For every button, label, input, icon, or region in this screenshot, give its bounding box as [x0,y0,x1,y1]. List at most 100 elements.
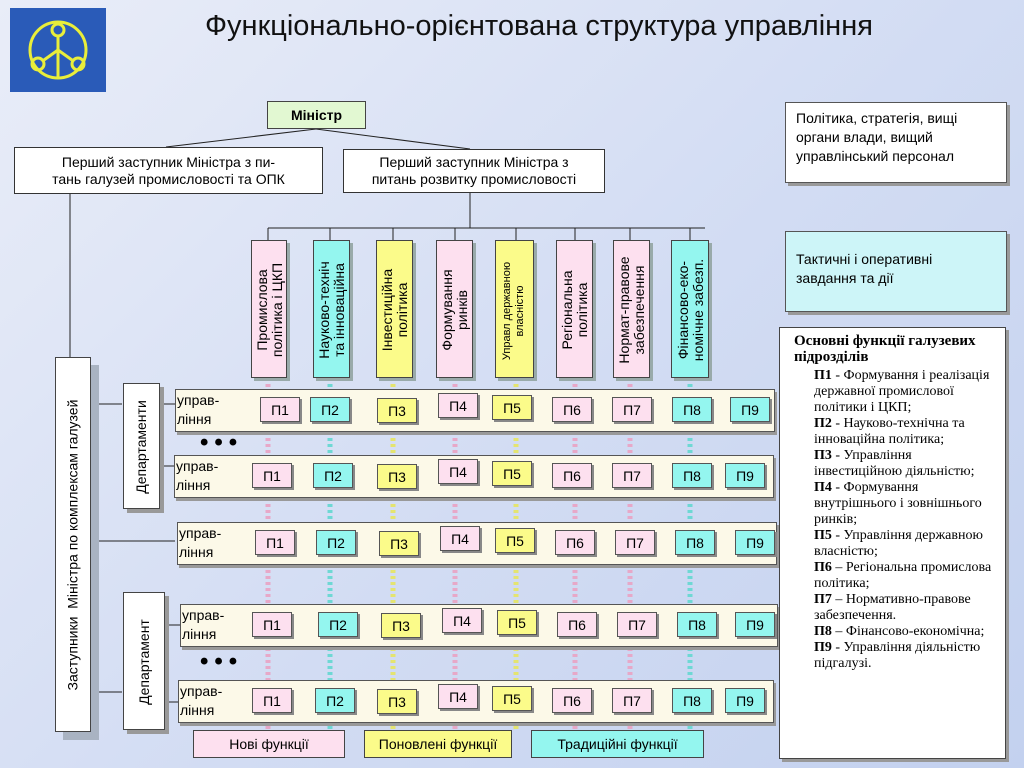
function-item: П5 - Управління державною власністю; [786,528,999,560]
column-label: Нормат-правове забезпечення [616,256,647,364]
management-label: управ- ління [179,525,222,560]
function-cell: П6 [555,530,595,555]
ellipsis-top: ••• [200,429,244,456]
column-label: Регіональна політика [559,270,590,350]
function-cell: П5 [495,528,535,553]
strategy-info-box: Політика, стратегія, вищі органи влади, … [785,102,1007,183]
management-label: управ- ління [182,607,225,642]
function-cell: П3 [377,398,417,423]
column-science-innovation: Науково-техніч та інноваційна [313,240,350,378]
emblem-logo-icon [28,20,88,80]
deputies-vertical-box: Заступники Міністра по комплексам галузе… [55,357,91,732]
column-label: Промислова політика і ЦКП [254,262,285,358]
function-text: - Науково-технічна та інноваційна політи… [814,416,965,447]
function-cell: П5 [492,395,532,420]
function-text: - Формування і реалізація державної пром… [814,368,990,415]
departments-label: Департаменти [133,400,149,494]
function-cell: П1 [260,397,300,422]
function-cell: П7 [615,530,655,555]
column-label: Управл державною власністю [501,261,526,361]
column-label: Формування ринків [439,269,470,351]
function-cell: П2 [310,397,350,422]
function-cell: П5 [492,686,532,711]
function-cell: П2 [313,463,353,488]
function-cell: П4 [442,608,482,633]
function-cell: П2 [315,688,355,713]
function-cell: П9 [735,530,775,555]
function-cell: П3 [379,531,419,556]
function-cell: П1 [255,530,295,555]
functions-list: П1 - Формування і реалізація державної п… [786,368,999,672]
function-cell: П2 [316,530,356,555]
function-cell: П4 [440,526,480,551]
function-cell: П4 [438,459,478,484]
column-regional: Регіональна політика [556,240,593,378]
column-investment: Інвестиційна політика [376,240,413,378]
function-code: П2 [814,416,832,431]
function-cell: П2 [318,612,358,637]
department-box: Департамент [123,592,165,730]
function-cell: П9 [730,397,770,422]
function-cell: П8 [677,612,717,637]
function-cell: П3 [377,689,417,714]
function-cell: П6 [552,688,592,713]
deputy-industries-box: Перший заступник Міністра з пи- тань гал… [14,147,323,194]
ellipsis-bottom: ••• [200,648,244,675]
function-text: - Управління діяльністю підгалузі. [814,640,981,671]
function-cell: П9 [725,463,765,488]
function-text: – Регіональна промислова політика; [814,560,992,591]
function-cell: П7 [612,397,652,422]
function-cell: П6 [552,397,592,422]
function-text: - Формування внутрішнього і зовнішнього … [814,480,982,527]
management-label: управ- ління [177,392,220,427]
function-code: П9 [814,640,832,655]
department-label: Департамент [136,619,152,705]
function-cell: П3 [377,464,417,489]
function-cell: П4 [438,684,478,709]
function-cell: П4 [438,393,478,418]
function-code: П8 [814,624,832,639]
column-legal: Нормат-правове забезпечення [613,240,650,378]
management-label: управ- ління [180,683,223,718]
function-cell: П3 [381,613,421,638]
function-code: П6 [814,560,832,575]
function-text: – Нормативно-правове забезпечення. [814,592,971,623]
column-label: Науково-техніч та інноваційна [316,261,347,359]
function-cell: П1 [252,688,292,713]
column-markets: Формування ринків [436,240,473,378]
management-label: управ- ління [176,458,219,493]
function-cell: П6 [552,463,592,488]
function-cell: П8 [672,463,712,488]
function-text: – Фінансово-економічна; [831,624,985,639]
legend-traditional-functions: Традиційні функції [531,730,704,758]
functions-heading: Основні функції галузевих підрозділів [794,333,976,365]
function-cell: П7 [612,688,652,713]
column-state-property: Управл державною власністю [495,240,534,378]
function-item: П7 – Нормативно-правове забезпечення. [786,592,999,624]
deputy-development-box: Перший заступник Міністра з питань розви… [343,149,605,193]
function-cell: П8 [675,530,715,555]
departments-box: Департаменти [123,383,160,509]
minister-box: Міністр [267,101,366,129]
function-text: - Управління інвестиційною діяльністю; [814,448,975,479]
function-code: П5 [814,528,832,543]
column-industrial-policy: Промислова політика і ЦКП [251,240,287,378]
function-cell: П6 [557,612,597,637]
function-cell: П7 [612,463,652,488]
column-label: Фінансово-еко- номічне забезп. [675,258,706,362]
function-cell: П5 [492,461,532,486]
function-cell: П1 [252,463,292,488]
function-text: - Управління державною власністю; [814,528,983,559]
function-item: П9 - Управління діяльністю підгалузі. [786,640,999,672]
function-cell: П5 [497,610,537,635]
page-title: Функціонально-орієнтована структура упра… [205,10,873,42]
function-code: П3 [814,448,832,463]
function-item: П3 - Управління інвестиційною діяльністю… [786,448,999,480]
logo [10,8,106,92]
deputies-vertical-label: Заступники Міністра по комплексам галузе… [64,399,81,691]
function-item: П6 – Регіональна промислова політика; [786,560,999,592]
function-cell: П9 [735,612,775,637]
function-item: П8 – Фінансово-економічна; [786,624,999,640]
column-financial: Фінансово-еко- номічне забезп. [671,240,709,378]
function-cell: П9 [725,688,765,713]
